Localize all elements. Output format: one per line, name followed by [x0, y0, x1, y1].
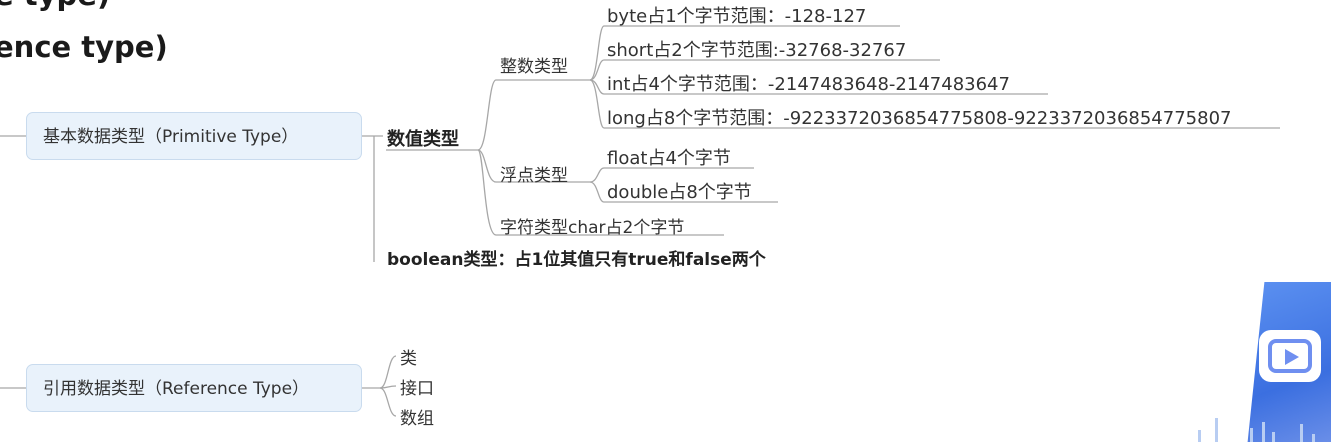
leaf-byte: byte占1个字节范围：-128-127 — [607, 6, 867, 27]
node-char-type: 字符类型char占2个字节 — [500, 218, 685, 238]
node-integer-type: 整数类型 — [500, 57, 568, 77]
bilibili-tv-icon — [1259, 330, 1321, 382]
leaf-int: int占4个字节范围：-2147483648-2147483647 — [607, 74, 1010, 95]
leaf-array: 数组 — [400, 409, 434, 429]
leaf-class: 类 — [400, 349, 417, 369]
node-numeric-type: 数值类型 — [387, 129, 459, 150]
leaf-double: double占8个字节 — [607, 182, 752, 203]
audio-bars-decoration — [1000, 410, 1331, 442]
leaf-short: short占2个字节范围:-32768-32767 — [607, 40, 907, 61]
node-boolean-type: boolean类型：占1位其值只有true和false两个 — [387, 250, 766, 270]
node-float-type: 浮点类型 — [500, 166, 568, 186]
title-line-2: ence type) — [0, 30, 168, 64]
node-reference-type: 引用数据类型（Reference Type） — [26, 364, 362, 412]
leaf-long: long占8个字节范围：-9223372036854775808-9223372… — [607, 108, 1232, 129]
node-primitive-type: 基本数据类型（Primitive Type） — [26, 112, 362, 160]
leaf-interface: 接口 — [400, 379, 434, 399]
title-line-1: e type) — [0, 0, 110, 12]
leaf-float: float占4个字节 — [607, 148, 731, 169]
